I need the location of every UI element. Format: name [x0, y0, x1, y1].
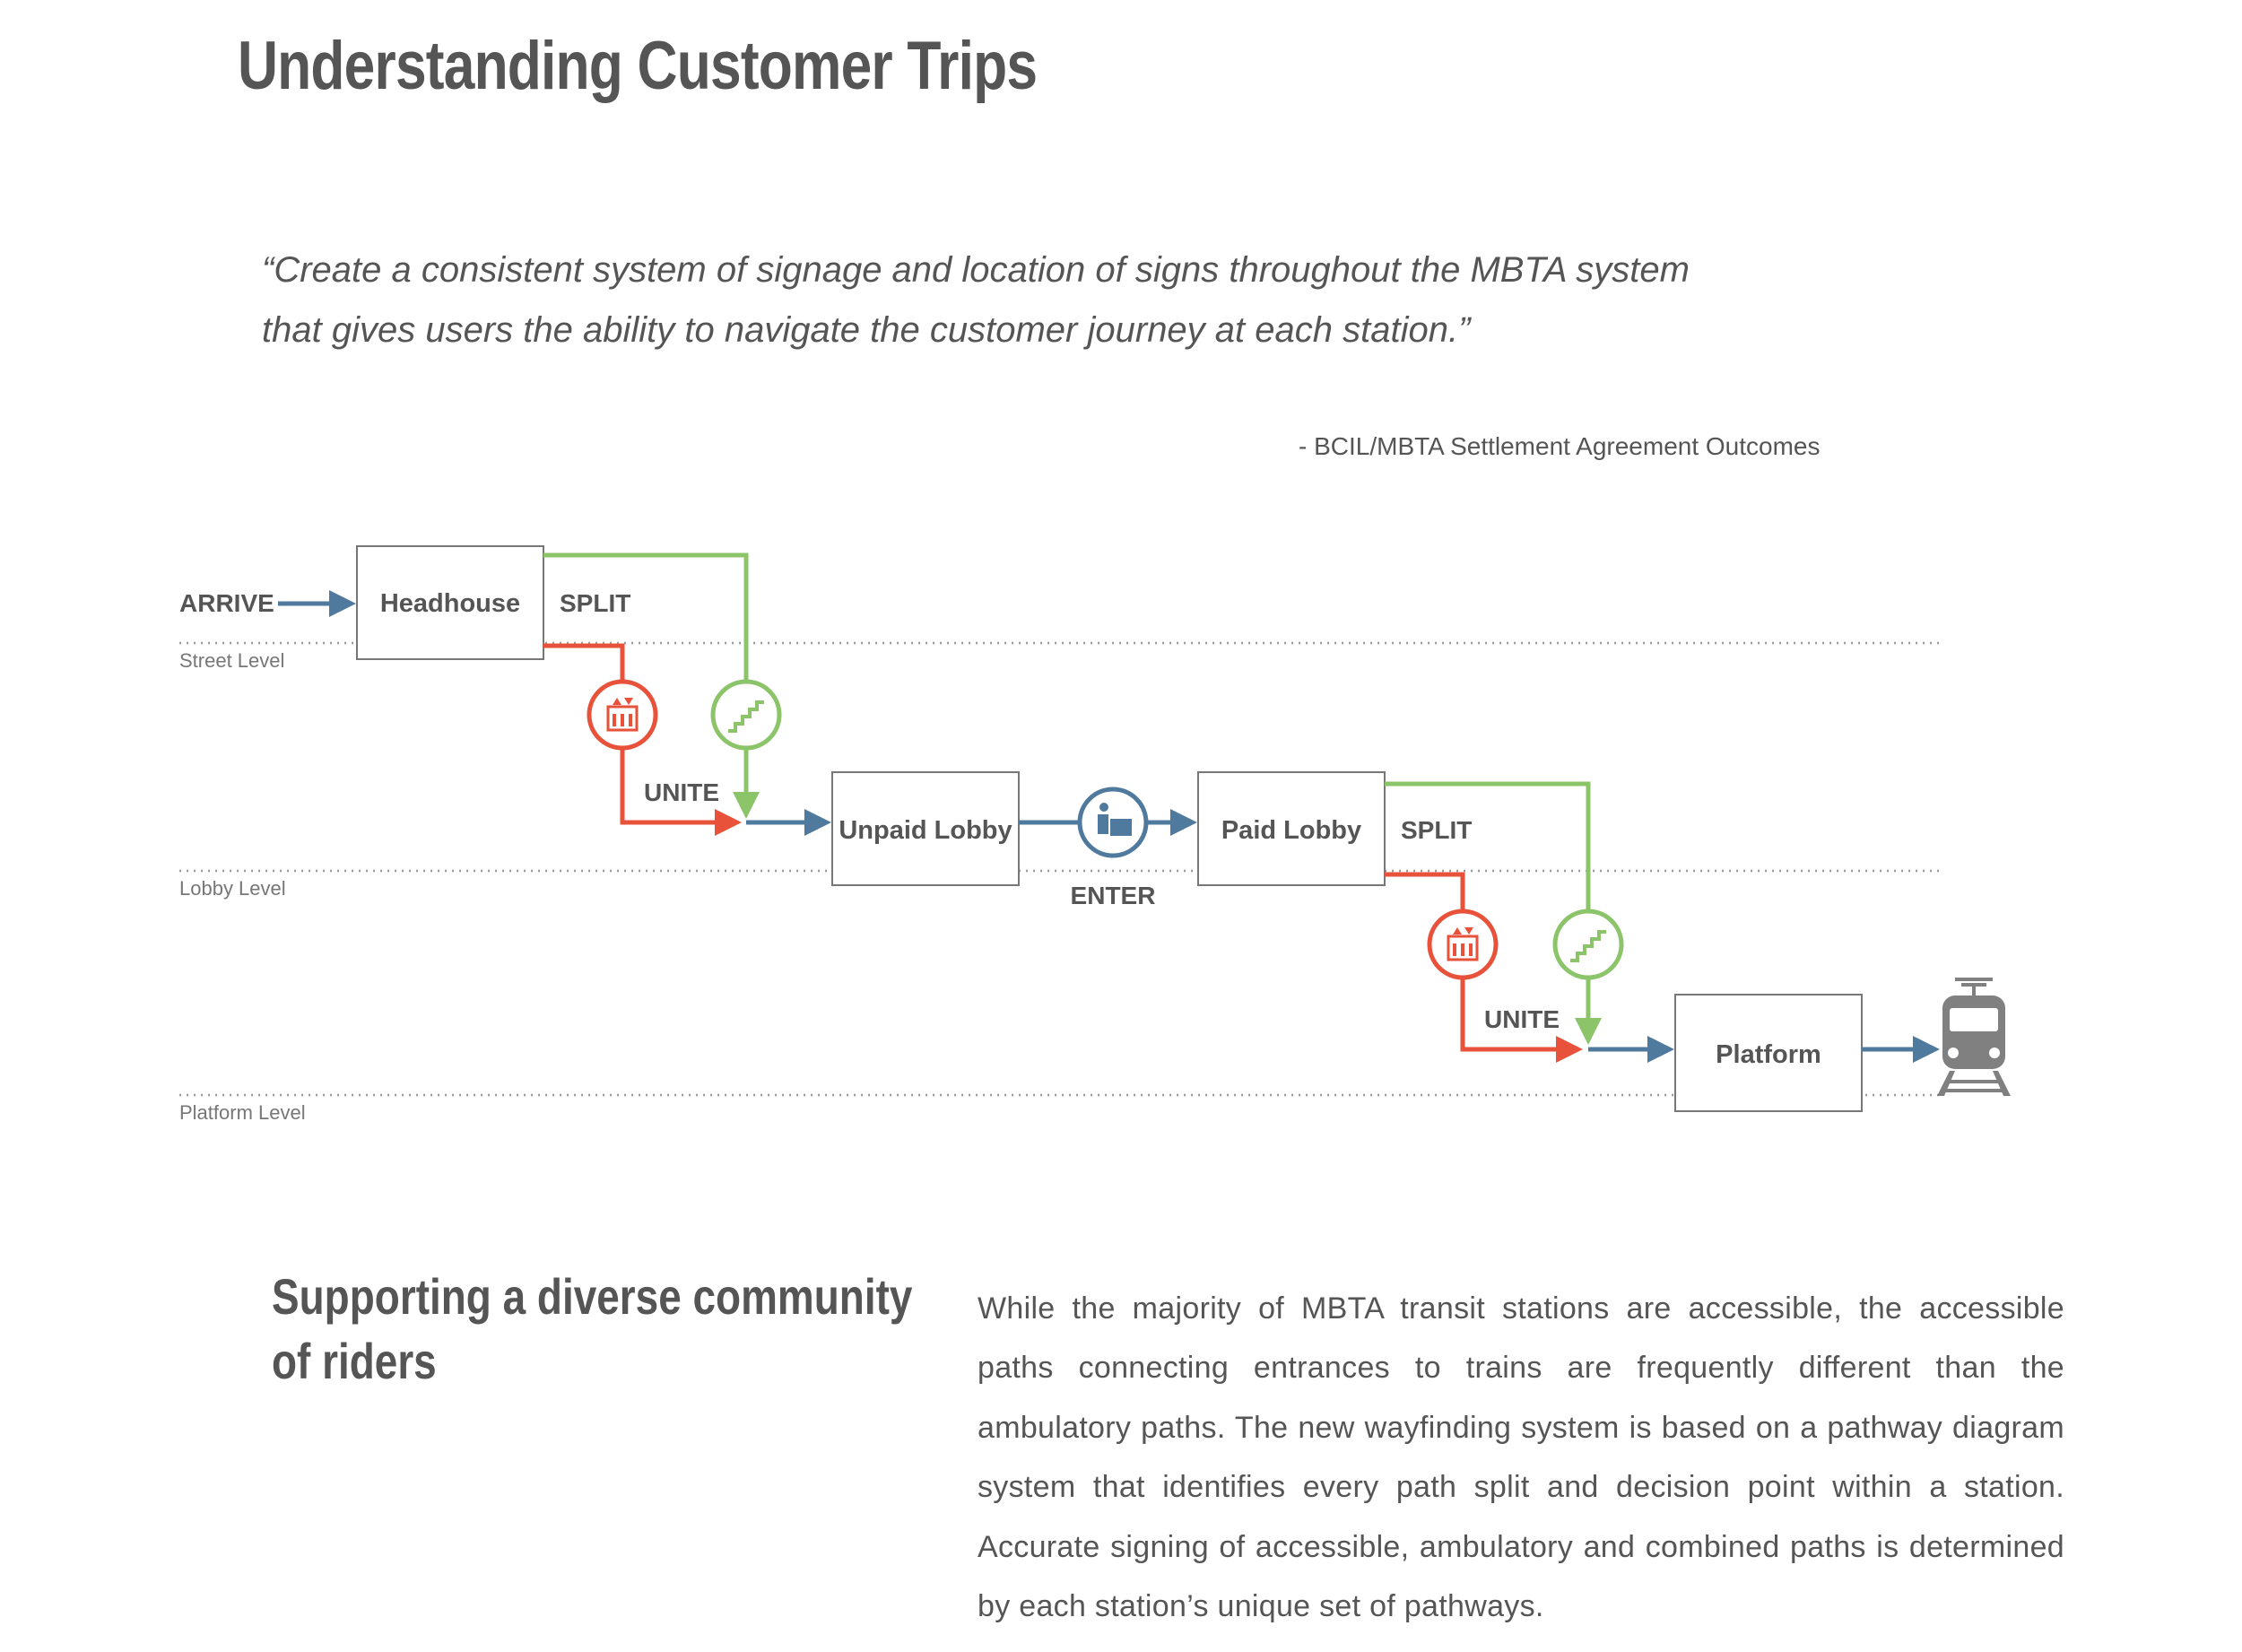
- elevator-icon: [587, 679, 658, 751]
- paid-lobby-label: Paid Lobby: [1221, 816, 1361, 845]
- arrive-label: ARRIVE: [179, 589, 274, 617]
- platform-label: Platform: [1716, 1040, 1821, 1069]
- quote: “Create a consistent system of signage a…: [262, 240, 1876, 361]
- street-level-label: Street Level: [179, 649, 284, 672]
- section-heading-line-2: of riders: [272, 1333, 437, 1389]
- stairs-icon: [1552, 909, 1624, 980]
- accessible-path-1-arrow: [620, 750, 742, 836]
- train-icon: [1937, 978, 2011, 1096]
- quote-line-2: that gives users the ability to navigate…: [262, 310, 1471, 350]
- quote-attribution: - BCIL/MBTA Settlement Agreement Outcome…: [1299, 432, 1821, 460]
- quote-line-1: “Create a consistent system of signage a…: [262, 250, 1690, 290]
- ambulatory-path-1: [543, 552, 749, 680]
- lobby-level-label: Lobby Level: [179, 877, 286, 900]
- section-paragraph: While the majority of MBTA transit stati…: [978, 1291, 2064, 1624]
- enter-label: ENTER: [1071, 882, 1156, 909]
- paid-lobby-box: [1197, 771, 1386, 886]
- accessible-path-2-arrow: [1460, 979, 1583, 1063]
- accessible-path-1: [543, 643, 625, 680]
- stairs-icon: [710, 679, 782, 751]
- page-title: Understanding Customer Trips: [238, 28, 1038, 104]
- accessible-path-2: [1385, 872, 1465, 909]
- headhouse-label: Headhouse: [380, 589, 520, 618]
- platform-level-label: Platform Level: [179, 1101, 306, 1124]
- split-label-1: SPLIT: [560, 589, 630, 617]
- section-heading: Supporting a diverse community of riders: [272, 1265, 912, 1394]
- unpaid-lobby-box: [831, 771, 1020, 886]
- unpaid-lobby-label: Unpaid Lobby: [839, 816, 1012, 845]
- headhouse-box: [356, 545, 544, 660]
- unite-label-2: UNITE: [1484, 1005, 1560, 1033]
- ambulatory-path-2: [1385, 781, 1591, 909]
- fare-gate-icon: [1077, 787, 1149, 858]
- split-label-2: SPLIT: [1401, 816, 1472, 844]
- platform-box: [1674, 994, 1863, 1112]
- unite-label-1: UNITE: [644, 778, 719, 806]
- section-heading-line-1: Supporting a diverse community: [272, 1268, 913, 1325]
- elevator-icon: [1427, 909, 1499, 980]
